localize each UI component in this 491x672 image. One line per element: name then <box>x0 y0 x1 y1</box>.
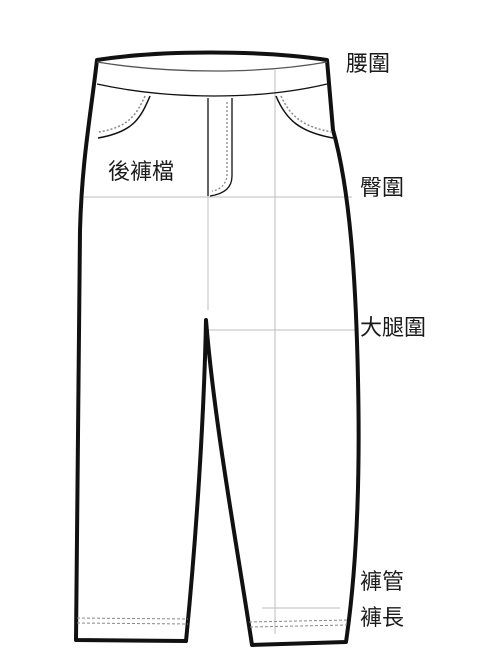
left-pocket-stitch <box>98 95 146 133</box>
thigh-label: 大腿圍 <box>360 316 427 341</box>
right-pocket <box>275 95 334 139</box>
hem-label: 褲管 <box>360 570 405 595</box>
left-pocket <box>97 95 151 139</box>
right-pocket-stitch <box>280 95 333 133</box>
hip-label: 臀圍 <box>360 176 405 201</box>
waistband <box>96 61 328 97</box>
length-label: 褲長 <box>360 606 405 631</box>
pockets <box>97 95 334 139</box>
waist-label: 腰圍 <box>346 52 391 77</box>
front-fly <box>207 98 233 197</box>
hem-stitching <box>76 617 349 628</box>
outer-outline <box>74 50 361 647</box>
pants-outline <box>74 50 361 647</box>
measurement-guides <box>84 70 356 634</box>
back-crotch-label: 後褲檔 <box>108 160 175 185</box>
